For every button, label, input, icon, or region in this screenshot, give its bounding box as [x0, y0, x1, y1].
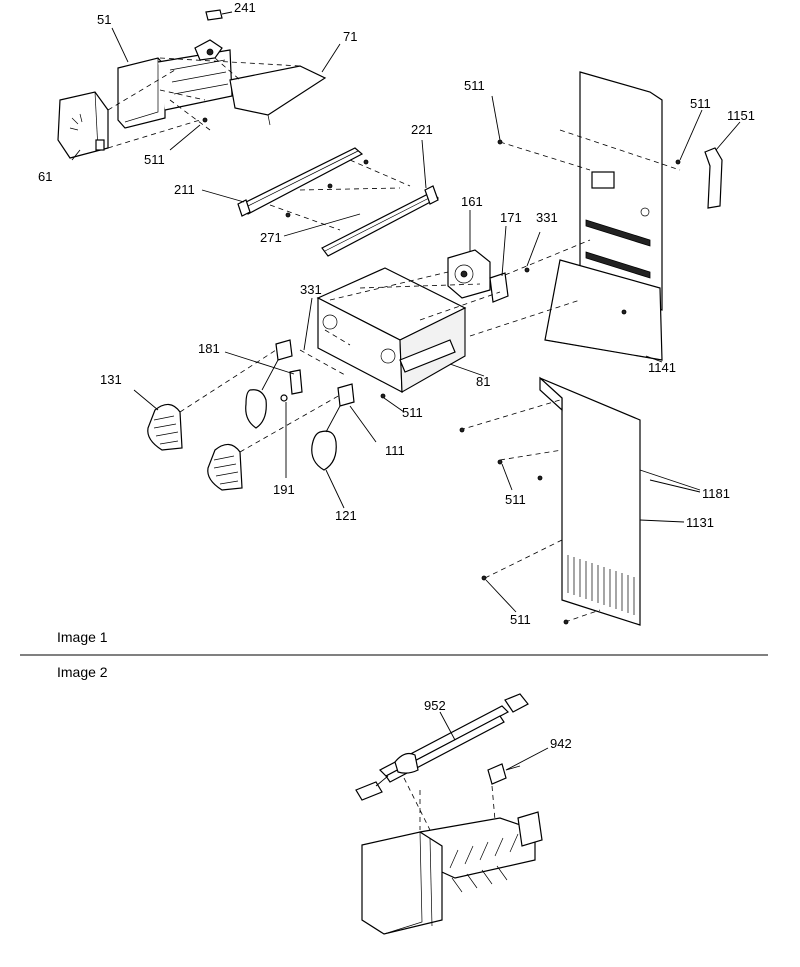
label-511-c: 511 [464, 78, 485, 93]
label-952: 952 [424, 698, 446, 713]
part-181-bracket [289, 369, 303, 395]
label-1131: 1131 [686, 515, 714, 530]
label-161: 161 [461, 194, 483, 209]
leader-lines [71, 11, 741, 613]
part-131-lamp-cover [147, 403, 243, 491]
label-1181: 1181 [702, 486, 730, 501]
label-1141: 1141 [648, 360, 676, 375]
ice-maker-assembly [361, 811, 543, 935]
label-121: 121 [335, 508, 357, 523]
part-1131-lower-panel [539, 376, 641, 626]
ejector-fingers [449, 833, 519, 893]
part-191-screw [280, 394, 288, 402]
part-61-front-cover [57, 91, 109, 159]
label-191: 191 [273, 482, 295, 497]
label-511-a: 511 [144, 152, 165, 167]
part-81-control-box [316, 267, 467, 394]
label-271: 271 [260, 230, 282, 245]
label-81: 81 [476, 374, 490, 389]
part-111-socket [275, 339, 355, 407]
label-171: 171 [500, 210, 522, 225]
part-241-clip [205, 9, 223, 21]
part-171-switch [489, 272, 509, 303]
label-181: 181 [198, 341, 220, 356]
part-71-shelf [229, 65, 327, 126]
part-1141-rear-panel [544, 71, 663, 361]
label-111: 111 [385, 443, 405, 458]
label-511-e: 511 [505, 492, 526, 507]
part-51-housing [117, 39, 233, 129]
label-511-d: 511 [690, 96, 711, 111]
part-1151-bracket [704, 147, 723, 209]
label-221: 221 [411, 122, 433, 137]
label-331-b: 331 [300, 282, 322, 297]
label-1151: 1151 [727, 108, 755, 123]
screws [380, 139, 627, 625]
caption-image-2: Image 2 [57, 664, 108, 680]
part-161-motor [447, 249, 491, 299]
part-121-bulb [245, 359, 341, 471]
label-61: 61 [38, 169, 52, 184]
part-942-thermostat [487, 763, 521, 785]
label-511-b: 511 [402, 405, 423, 420]
label-511-f: 511 [510, 612, 531, 627]
part-952-wire-harness [355, 693, 529, 801]
label-241: 241 [234, 0, 256, 15]
label-331-a: 331 [536, 210, 558, 225]
label-211: 211 [174, 182, 195, 197]
label-942: 942 [550, 736, 572, 751]
label-131: 131 [100, 372, 122, 387]
grille [567, 555, 635, 615]
label-51: 51 [97, 12, 111, 27]
label-71: 71 [343, 29, 357, 44]
caption-image-1: Image 1 [57, 629, 108, 645]
part-211-rail [237, 147, 364, 217]
part-labels: 241 51 71 61 511 211 221 271 161 171 331… [38, 0, 755, 627]
part-221-rail [321, 185, 439, 257]
